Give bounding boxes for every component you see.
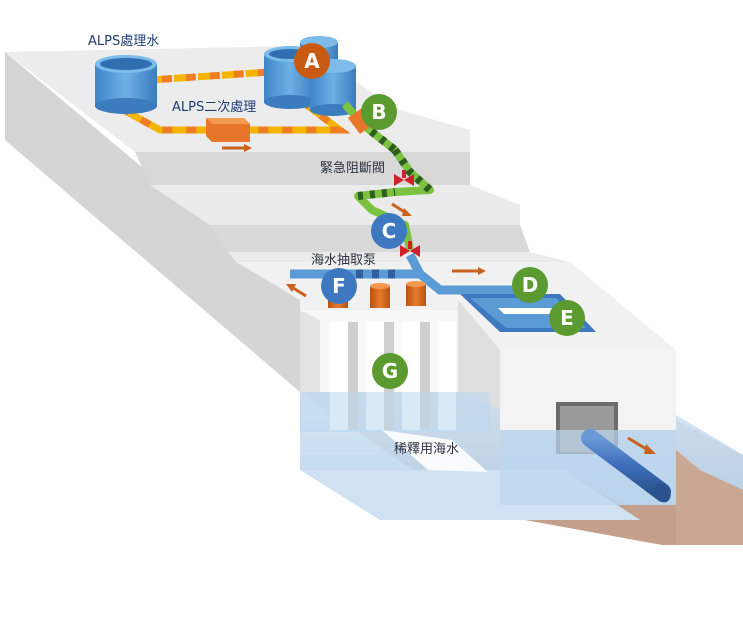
svg-text:F: F	[332, 274, 346, 298]
badge-e: E	[549, 300, 585, 336]
svg-text:C: C	[382, 219, 397, 243]
badge-g: G	[372, 353, 408, 389]
svg-text:G: G	[382, 359, 398, 383]
svg-text:E: E	[560, 306, 574, 330]
badge-f: F	[321, 268, 357, 304]
badge-d: D	[512, 267, 548, 303]
emergency-valve-upper	[394, 170, 414, 186]
label-dilution-seawater: 稀釋用海水	[394, 441, 459, 457]
label-seawater-pump: 海水抽取泵	[311, 253, 376, 268]
badge-c: C	[371, 213, 407, 249]
dilution-seawater-arrow	[382, 430, 488, 472]
alps-tank-left	[95, 55, 157, 114]
seawater-pump-3	[406, 281, 426, 306]
label-alps-secondary-treatment: ALPS二次處理	[172, 99, 256, 115]
badge-a: A	[294, 43, 330, 79]
label-emergency-shutoff-valve: 緊急阻斷閥	[320, 161, 385, 176]
svg-text:A: A	[304, 49, 320, 73]
flow-arrow-left	[286, 284, 307, 298]
outflow-arrow	[627, 436, 656, 454]
seawater-pump-2	[370, 283, 390, 308]
outfall-pipe	[581, 429, 671, 503]
alps-secondary-treatment-unit	[206, 118, 252, 152]
flow-arrow-c	[391, 202, 412, 216]
badge-b: B	[361, 94, 397, 130]
label-alps-treated-water: ALPS處理水	[88, 34, 159, 49]
seawater-header-pipe	[290, 252, 520, 295]
svg-text:D: D	[522, 273, 539, 297]
flow-arrow-right	[452, 267, 486, 275]
svg-text:B: B	[371, 100, 386, 124]
emergency-valve-lower	[400, 241, 420, 257]
